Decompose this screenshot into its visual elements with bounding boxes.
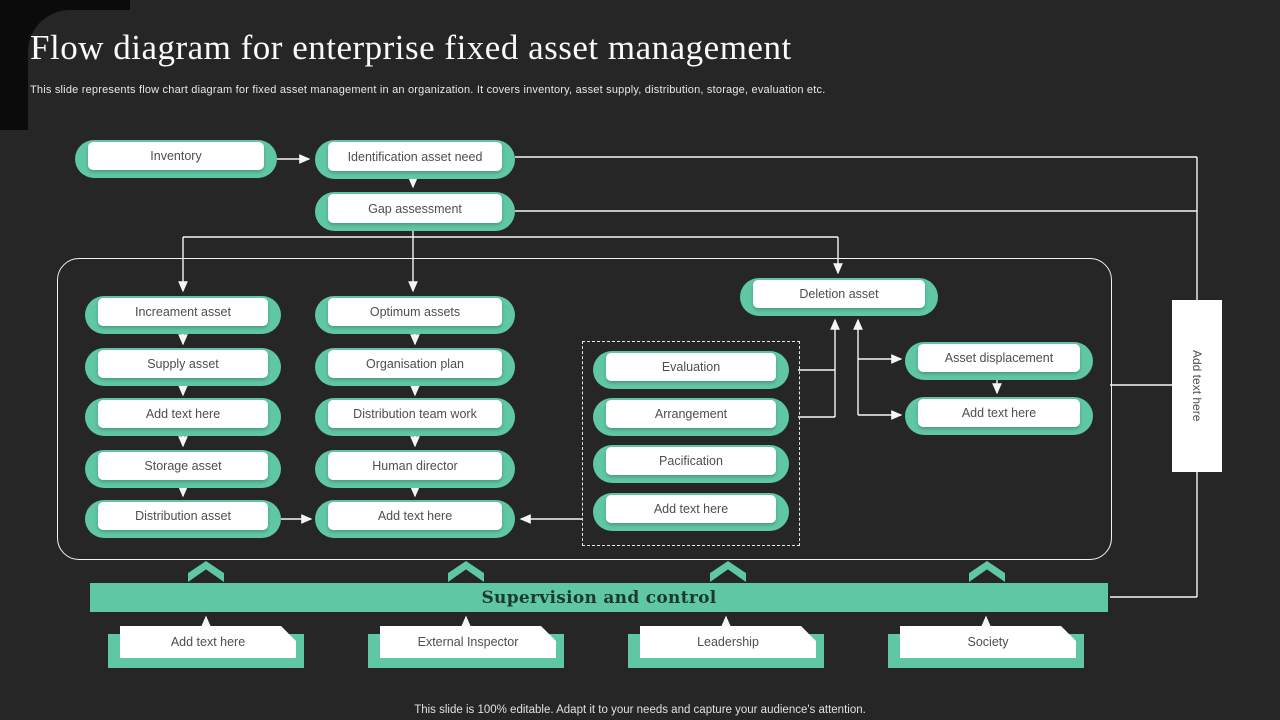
node-label: Society bbox=[900, 626, 1076, 658]
node-evaluation[interactable]: Evaluation bbox=[593, 351, 789, 389]
node-label: Storage asset bbox=[98, 452, 268, 480]
node-label: Distribution team work bbox=[328, 400, 502, 428]
node-add-text-bottom[interactable]: Add text here bbox=[108, 626, 304, 668]
node-increament-asset[interactable]: Increament asset bbox=[85, 296, 281, 334]
node-label: Leadership bbox=[640, 626, 816, 658]
footer-note: This slide is 100% editable. Adapt it to… bbox=[414, 704, 866, 716]
node-label: Arrangement bbox=[606, 400, 776, 428]
process-group-frame bbox=[57, 258, 1112, 560]
node-label: Supply asset bbox=[98, 350, 268, 378]
node-organisation-plan[interactable]: Organisation plan bbox=[315, 348, 515, 386]
node-label: Organisation plan bbox=[328, 350, 502, 378]
node-optimum-assets[interactable]: Optimum assets bbox=[315, 296, 515, 334]
node-label: External Inspector bbox=[380, 626, 556, 658]
node-human-director[interactable]: Human director bbox=[315, 450, 515, 488]
node-add-text-col1[interactable]: Add text here bbox=[85, 398, 281, 436]
node-leadership[interactable]: Leadership bbox=[628, 626, 824, 668]
node-add-text-col2[interactable]: Add text here bbox=[315, 500, 515, 538]
page-title: Flow diagram for enterprise fixed asset … bbox=[30, 28, 792, 67]
dashed-group-frame bbox=[582, 341, 800, 546]
node-arrangement[interactable]: Arrangement bbox=[593, 398, 789, 436]
node-identification-asset-need[interactable]: Identification asset need bbox=[315, 140, 515, 179]
node-label: Gap assessment bbox=[328, 194, 502, 223]
supervision-bar-label: Supervision and control bbox=[481, 587, 717, 608]
node-supply-asset[interactable]: Supply asset bbox=[85, 348, 281, 386]
node-label: Increament asset bbox=[98, 298, 268, 326]
node-asset-displacement[interactable]: Asset displacement bbox=[905, 342, 1093, 380]
node-add-text-right[interactable]: Add text here bbox=[905, 397, 1093, 435]
node-label: Optimum assets bbox=[328, 298, 502, 326]
node-inventory[interactable]: Inventory bbox=[75, 140, 277, 178]
supervision-bar[interactable]: Supervision and control bbox=[90, 583, 1108, 612]
node-gap-assessment[interactable]: Gap assessment bbox=[315, 192, 515, 231]
node-pacification[interactable]: Pacification bbox=[593, 445, 789, 483]
node-external-inspector[interactable]: External Inspector bbox=[368, 626, 564, 668]
node-label: Pacification bbox=[606, 447, 776, 475]
node-label: Asset displacement bbox=[918, 344, 1080, 372]
node-add-text-dashed[interactable]: Add text here bbox=[593, 493, 789, 531]
side-label-text: Add text here bbox=[1190, 350, 1204, 422]
page-subtitle: This slide represents flow chart diagram… bbox=[30, 84, 826, 96]
node-deletion-asset[interactable]: Deletion asset bbox=[740, 278, 938, 316]
node-label: Distribution asset bbox=[98, 502, 268, 530]
node-label: Evaluation bbox=[606, 353, 776, 381]
node-society[interactable]: Society bbox=[888, 626, 1084, 668]
node-distribution-team-work[interactable]: Distribution team work bbox=[315, 398, 515, 436]
node-label: Add text here bbox=[328, 502, 502, 530]
window-corner bbox=[0, 0, 130, 130]
node-label: Add text here bbox=[98, 400, 268, 428]
node-label: Add text here bbox=[120, 626, 296, 658]
node-label: Inventory bbox=[88, 142, 264, 170]
node-storage-asset[interactable]: Storage asset bbox=[85, 450, 281, 488]
node-distribution-asset[interactable]: Distribution asset bbox=[85, 500, 281, 538]
node-label: Add text here bbox=[918, 399, 1080, 427]
node-label: Human director bbox=[328, 452, 502, 480]
node-label: Deletion asset bbox=[753, 280, 925, 308]
node-label: Add text here bbox=[606, 495, 776, 523]
side-label-box[interactable]: Add text here bbox=[1172, 300, 1222, 472]
node-label: Identification asset need bbox=[328, 142, 502, 171]
